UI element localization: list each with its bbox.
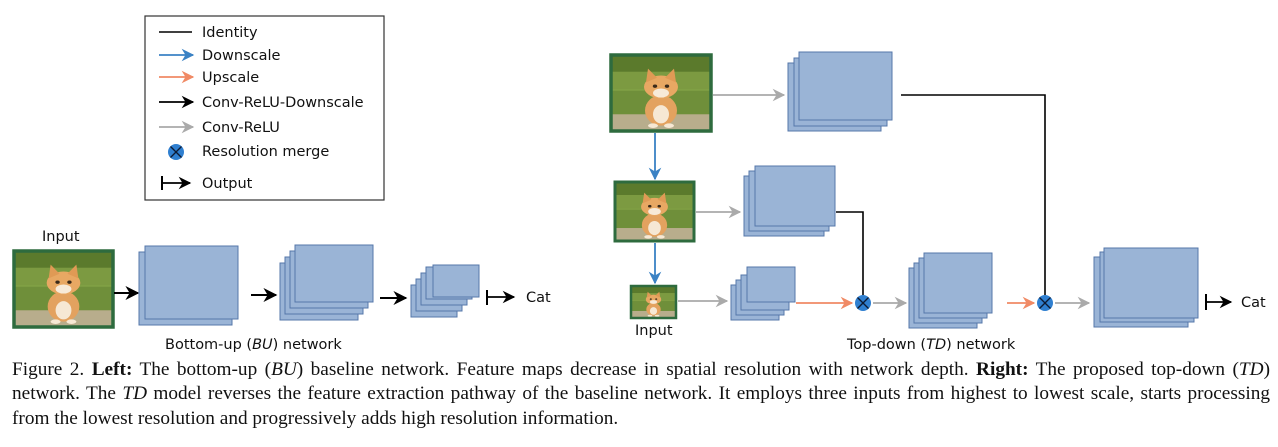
td-feature-map-top (787, 51, 893, 132)
resolution-merge-icon (168, 144, 184, 160)
td-output-icon (1205, 294, 1233, 310)
figure-caption: Figure 2. Left: The bottom-up (BU) basel… (12, 359, 1270, 429)
legend-output: Output (202, 176, 253, 192)
figure-label: Figure 2. (12, 359, 85, 380)
td-identity-line-mid (836, 211, 864, 295)
td-input-image-medium (613, 180, 696, 243)
td-input-image-large (609, 53, 713, 133)
td-input-label: Input (635, 323, 673, 339)
td-feature-map-mid (743, 165, 836, 237)
legend-identity: Identity (202, 25, 258, 41)
bu-network-title: Bottom-up (BU) network (165, 337, 342, 353)
top-down-network: Input (609, 51, 1266, 353)
bottom-up-network: Input Cat Bottom-up (B (12, 229, 551, 353)
legend-upscale: Upscale (202, 70, 259, 86)
legend: Identity Downscale Upscale Conv-ReLU-Dow… (144, 15, 385, 201)
bu-feature-map-2 (279, 244, 374, 321)
bu-output-icon (486, 290, 516, 305)
legend-resolution-merge: Resolution merge (202, 144, 329, 160)
legend-downscale: Downscale (202, 48, 281, 64)
legend-conv-relu: Conv-ReLU (202, 120, 280, 136)
td-feature-map-final (1093, 247, 1199, 328)
td-feature-map-low (730, 266, 796, 321)
td-network-title: Top-down (TD) network (846, 337, 1016, 353)
td-identity-line-top (901, 94, 1046, 295)
caption-right-heading: Right: (976, 359, 1029, 380)
td-input-image-small (629, 284, 678, 320)
td-resolution-merge-2 (1037, 295, 1053, 311)
bu-output-label: Cat (526, 290, 551, 306)
td-resolution-merge-1 (855, 295, 871, 311)
bu-feature-map-3 (410, 264, 480, 318)
architecture-diagram: Identity Downscale Upscale Conv-ReLU-Dow… (12, 15, 1266, 353)
bu-input-image (12, 249, 115, 329)
output-icon (161, 176, 192, 190)
td-output-label: Cat (1241, 295, 1266, 311)
legend-conv-relu-downscale: Conv-ReLU-Downscale (202, 95, 364, 111)
caption-left-heading: Left: (91, 359, 133, 380)
bu-input-label: Input (42, 229, 80, 245)
bu-feature-map-1 (138, 245, 239, 326)
td-feature-map-merged-1 (908, 252, 993, 329)
